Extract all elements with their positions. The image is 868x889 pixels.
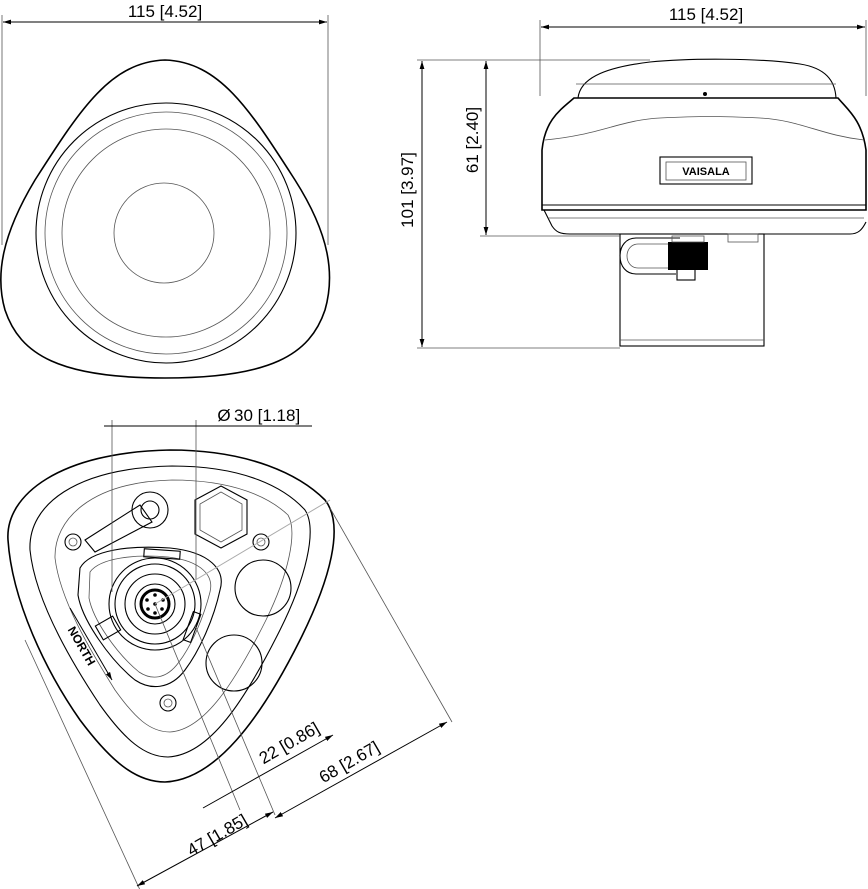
bottom-hex-nut <box>194 485 248 549</box>
bottom-screw-1 <box>64 533 82 551</box>
side-total-height-label: 101 [3.97] <box>398 152 417 228</box>
bottom-screw-3 <box>159 694 177 712</box>
top-view: 115 [4.52] <box>0 2 331 379</box>
side-view-mount <box>619 233 765 347</box>
bottom-view-inner-outline <box>29 465 311 758</box>
side-view-dome <box>577 58 837 99</box>
top-view-dome-inner <box>61 128 271 338</box>
bottom-view: NORTH Ø 30 [1.18] 22 [0.86] 68 [2.67] 47… <box>7 406 453 889</box>
diameter-symbol: Ø <box>217 406 230 425</box>
dim-47-label: 47 [1.85] <box>184 810 251 860</box>
bottom-view-outline <box>7 449 335 783</box>
dim-47-line <box>136 811 274 887</box>
side-width-label: 115 [4.52] <box>669 5 743 24</box>
top-view-outline <box>0 59 331 379</box>
top-width-label: 115 [4.52] <box>128 2 202 21</box>
side-body-height-label: 61 [2.40] <box>463 107 482 173</box>
top-view-center <box>113 182 215 284</box>
diameter-label: 30 [1.18] <box>234 406 300 425</box>
side-view: VAISALA 115 [4.52] 101 [3.97] 61 [2.40] <box>398 5 867 349</box>
top-view-dome-rim <box>44 111 288 355</box>
side-view-brand-plate <box>659 156 753 185</box>
side-view-base-ring <box>543 209 867 235</box>
dim-68-line <box>274 721 448 819</box>
side-view-dome-dot <box>703 92 707 96</box>
bottom-connector-plate <box>77 546 222 688</box>
bottom-breather-arm <box>84 504 153 553</box>
bottom-connector-outer <box>108 557 202 651</box>
north-arrow <box>69 607 113 681</box>
bottom-plug-2 <box>205 634 263 692</box>
top-view-dome-outer <box>35 102 297 364</box>
bottom-connector-face <box>124 573 186 635</box>
bottom-centerline <box>154 499 331 605</box>
side-view-bracket <box>619 237 680 275</box>
dim-22-label: 22 [0.86] <box>256 718 323 768</box>
side-view-body <box>541 97 867 211</box>
bottom-plug-1 <box>234 559 292 617</box>
dim-68-label: 68 [2.67] <box>316 737 383 787</box>
side-view-connector <box>668 242 708 270</box>
side-view-brand: VAISALA <box>682 166 730 178</box>
bottom-screw-2 <box>252 533 270 551</box>
bottom-breather <box>131 491 169 529</box>
